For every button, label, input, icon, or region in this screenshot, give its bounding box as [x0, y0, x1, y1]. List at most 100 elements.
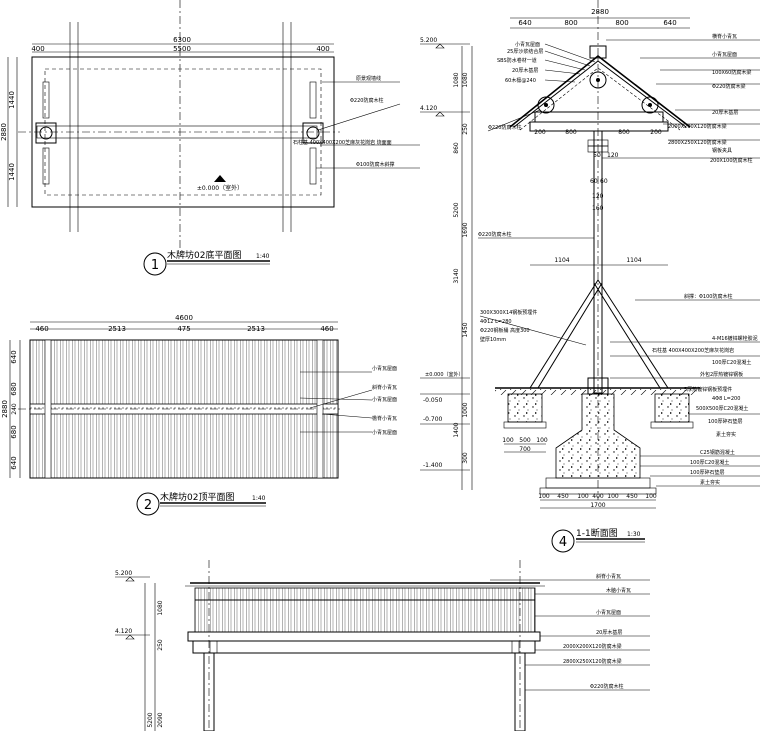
view-number-circle	[143, 252, 167, 276]
sec-dim-d1: 640	[518, 19, 531, 27]
vdim-5200: 5200	[453, 202, 460, 217]
top-note-5: 小青瓦屋面	[372, 429, 397, 436]
vdim-1080b: 1080	[462, 72, 469, 87]
level-neg0050: -0.050	[420, 393, 470, 404]
svg-text:-1.400: -1.400	[423, 462, 443, 469]
top-note-3: 小青瓦屋面	[372, 396, 397, 403]
svg-text:素土夯实: 素土夯实	[716, 431, 736, 438]
sec-dim-d3: 800	[615, 19, 628, 27]
elev-vdim-5200: 5200	[147, 712, 154, 727]
svg-text:C25钢筋混凝土: C25钢筋混凝土	[700, 449, 735, 456]
svg-text:5.200: 5.200	[115, 570, 132, 577]
top-dim-total: 4600	[175, 314, 193, 322]
plan-bottom-view: 6300 5500 400 400 2880 1440 1440 ±0.000（…	[0, 0, 420, 276]
small-foot-1: 100	[502, 437, 514, 444]
left-note-4: 壁厚10mm	[480, 336, 506, 343]
foot-dim-total: 1700	[590, 502, 605, 509]
svg-text:±0.000（室外）: ±0.000（室外）	[425, 371, 464, 378]
dim-edge-left: 400	[31, 45, 44, 53]
svg-text:Φ220防腐木梁: Φ220防腐木梁	[712, 83, 745, 90]
svg-text:20厚木基层: 20厚木基层	[712, 109, 738, 116]
elev-vdim-2090: 2090	[157, 712, 164, 727]
top-dim-h4: 680	[10, 425, 18, 438]
foot-dim-5: 100	[607, 493, 619, 500]
sec-dim-total: 2880	[591, 8, 609, 16]
top-dim-seg4: 2513	[247, 325, 265, 333]
vdim-1400: 1400	[453, 422, 460, 437]
level-neg0700: -0.700	[420, 416, 470, 425]
foot-dim-3: 100	[577, 493, 589, 500]
elevation-notes: 斜脊小青瓦 木脑小青瓦 小青瓦屋面 20厚木基层 2000X200X120防腐木…	[490, 573, 650, 691]
note-1: 原景观墙线	[356, 75, 381, 82]
svg-text:横脊小青瓦: 横脊小青瓦	[712, 33, 737, 40]
view-number: 2	[144, 498, 152, 513]
svg-text:外包2厚热镀锌钢板: 外包2厚热镀锌钢板	[700, 371, 743, 378]
roof-layer-5: 60木檩@240	[505, 77, 536, 84]
svg-text:钢板夹具: 钢板夹具	[712, 147, 732, 154]
post-dim-1: 50	[593, 152, 601, 159]
section-right-notes: 横脊小青瓦 小青瓦屋面 100X60防腐木梁 Φ220防腐木梁 20厚木基层 2…	[602, 33, 760, 487]
post-dim-5: 120	[592, 193, 604, 200]
svg-text:4Φ8 L=200: 4Φ8 L=200	[712, 396, 740, 402]
level-5200: 5.200	[420, 37, 470, 49]
svg-text:斜撑：Φ100防腐木柱: 斜撑：Φ100防腐木柱	[684, 293, 732, 300]
svg-text:2000X200X120防腐木梁: 2000X200X120防腐木梁	[563, 643, 622, 650]
top-dim-height-total: 2880	[1, 400, 9, 418]
elev-level-4120: 4.120	[115, 628, 150, 640]
beam-note: Φ220防腐木柱	[488, 124, 521, 131]
svg-text:100厚C20混凝土: 100厚C20混凝土	[690, 459, 729, 466]
svg-text:500X500厚C20混凝土: 500X500厚C20混凝土	[696, 405, 748, 412]
svg-text:木脑小青瓦: 木脑小青瓦	[606, 587, 631, 594]
small-foot-2: 500	[519, 437, 531, 444]
vdim-250: 250	[462, 123, 469, 135]
svg-text:20厚木基层: 20厚木基层	[596, 629, 622, 636]
view-title: 木牌坊02顶平面图	[160, 491, 234, 503]
foot-dim-6: 450	[626, 493, 638, 500]
section-view: 2880 640 800 800 640 200 800 800 200 小青瓦…	[420, 0, 760, 553]
vdim-3140: 3140	[453, 268, 460, 283]
left-note-1: 300X300X14钢板预埋件	[480, 309, 537, 316]
top-dim-seg1: 460	[35, 325, 48, 333]
elevation-view: 5.200 4.120 1080 250 5200 2090 斜脊小青瓦 木脑小…	[115, 560, 650, 731]
sec-mid-d4: 200	[650, 129, 662, 136]
svg-text:4.120: 4.120	[420, 105, 437, 112]
svg-text:200X100防腐木柱: 200X100防腐木柱	[710, 157, 753, 164]
roof-layer-4: 20厚木基层	[512, 67, 538, 74]
left-note-2: 4Φ12 L=280	[480, 319, 512, 325]
view-scale: 1:40	[256, 253, 270, 260]
svg-text:小青瓦屋面: 小青瓦屋面	[712, 51, 737, 58]
top-note-4: 檐脊小青瓦	[372, 415, 397, 422]
svg-text:5.200: 5.200	[420, 37, 437, 44]
top-note-2: 斜脊小青瓦	[372, 384, 397, 391]
view-scale: 1:30	[627, 531, 641, 538]
roof-layer-1: 小青瓦屋面	[515, 41, 540, 48]
top-dim-h3: 240	[11, 403, 18, 415]
top-dim-seg2: 2513	[108, 325, 126, 333]
plan-elevation: ±0.000（室外）	[197, 184, 243, 192]
post-note: Φ220防腐木柱	[478, 231, 511, 238]
post-dim-2: 120	[607, 152, 619, 159]
dim-inner: 5500	[173, 45, 191, 53]
small-foot-total: 700	[519, 446, 531, 453]
foot-dim-2: 450	[557, 493, 569, 500]
svg-text:2800X250X120防腐木梁: 2800X250X120防腐木梁	[668, 139, 727, 146]
note-2: Φ220防腐木柱	[350, 97, 383, 104]
view-number: 1	[151, 258, 159, 273]
vdim-300: 300	[462, 452, 469, 464]
top-dim-seg5: 460	[320, 325, 333, 333]
brace-dim-left: 1104	[554, 257, 569, 264]
svg-text:Φ220防腐木柱: Φ220防腐木柱	[590, 683, 623, 690]
svg-text:2800X250X120防腐木梁: 2800X250X120防腐木梁	[563, 658, 622, 665]
dim-height-bottom: 1440	[8, 163, 16, 181]
elevation-marker-icon	[214, 175, 226, 182]
svg-text:100X60防腐木梁: 100X60防腐木梁	[712, 69, 751, 76]
note-4: Φ100防腐木斜撑	[356, 161, 394, 168]
svg-text:5厚热镀锌钢板预埋件: 5厚热镀锌钢板预埋件	[684, 386, 732, 393]
dim-total: 6300	[173, 36, 191, 44]
svg-text:4.120: 4.120	[115, 628, 132, 635]
dim-height-total: 2880	[0, 123, 8, 141]
svg-text:斜脊小青瓦: 斜脊小青瓦	[596, 573, 621, 580]
sec-mid-d2: 800	[565, 129, 577, 136]
svg-text:2000X200X120防腐木梁: 2000X200X120防腐木梁	[668, 123, 727, 130]
